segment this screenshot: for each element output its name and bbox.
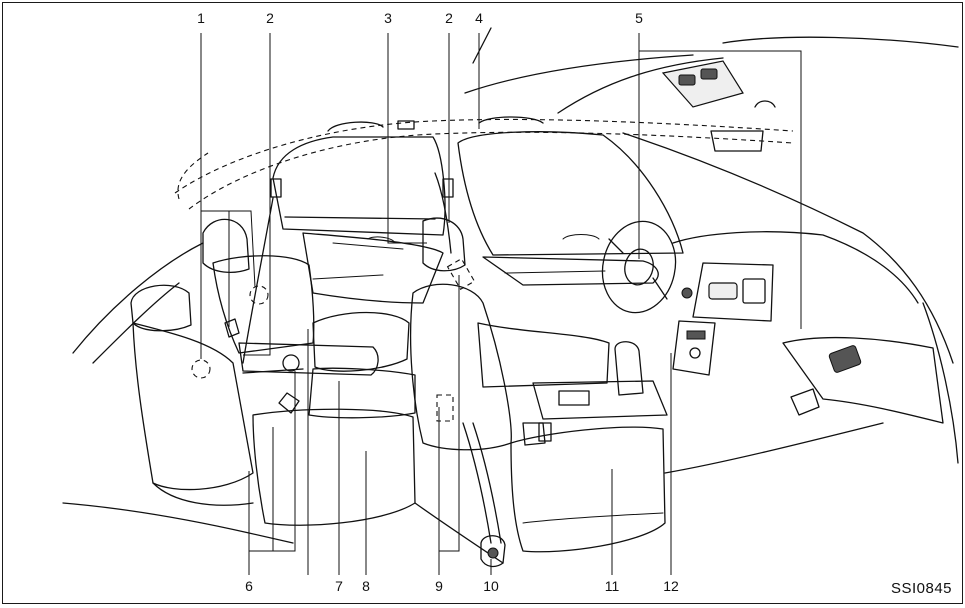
callout-8: 8	[362, 578, 370, 594]
center-console	[522, 341, 668, 446]
callout-5: 5	[635, 10, 643, 26]
seat-belt-pretensioner	[462, 422, 552, 568]
floor-lines	[62, 422, 884, 564]
front-door	[457, 131, 684, 286]
callout-6: 6	[245, 578, 253, 594]
rear-belt-buckles	[224, 318, 304, 414]
callout-10: 10	[483, 578, 499, 594]
callout-2-right: 2	[445, 10, 453, 26]
callout-2-left: 2	[266, 10, 274, 26]
airbag-regions	[191, 257, 476, 422]
callout-1: 1	[197, 10, 205, 26]
front-passenger-seat	[409, 217, 666, 553]
callout-12: 12	[663, 578, 679, 594]
callout-7: 7	[335, 578, 343, 594]
callout-4: 4	[475, 10, 483, 26]
callout-9: 9	[435, 578, 443, 594]
callout-11: 11	[604, 578, 620, 594]
rear-door	[272, 136, 446, 304]
roof-and-windshield	[464, 27, 959, 364]
grab-handles	[327, 116, 544, 132]
vehicle-interior-illustration	[62, 27, 959, 575]
leader-lines	[200, 33, 802, 575]
b-pillar	[242, 172, 454, 364]
dashboard	[672, 231, 959, 464]
figure-code: SSI0845	[890, 580, 952, 597]
curtain-airbag-outline	[174, 118, 794, 210]
overhead-console	[661, 60, 776, 152]
steering-wheel	[601, 220, 693, 314]
callout-3: 3	[384, 10, 392, 26]
rear-left-seat-back	[72, 242, 254, 506]
rear-seat	[202, 218, 416, 526]
